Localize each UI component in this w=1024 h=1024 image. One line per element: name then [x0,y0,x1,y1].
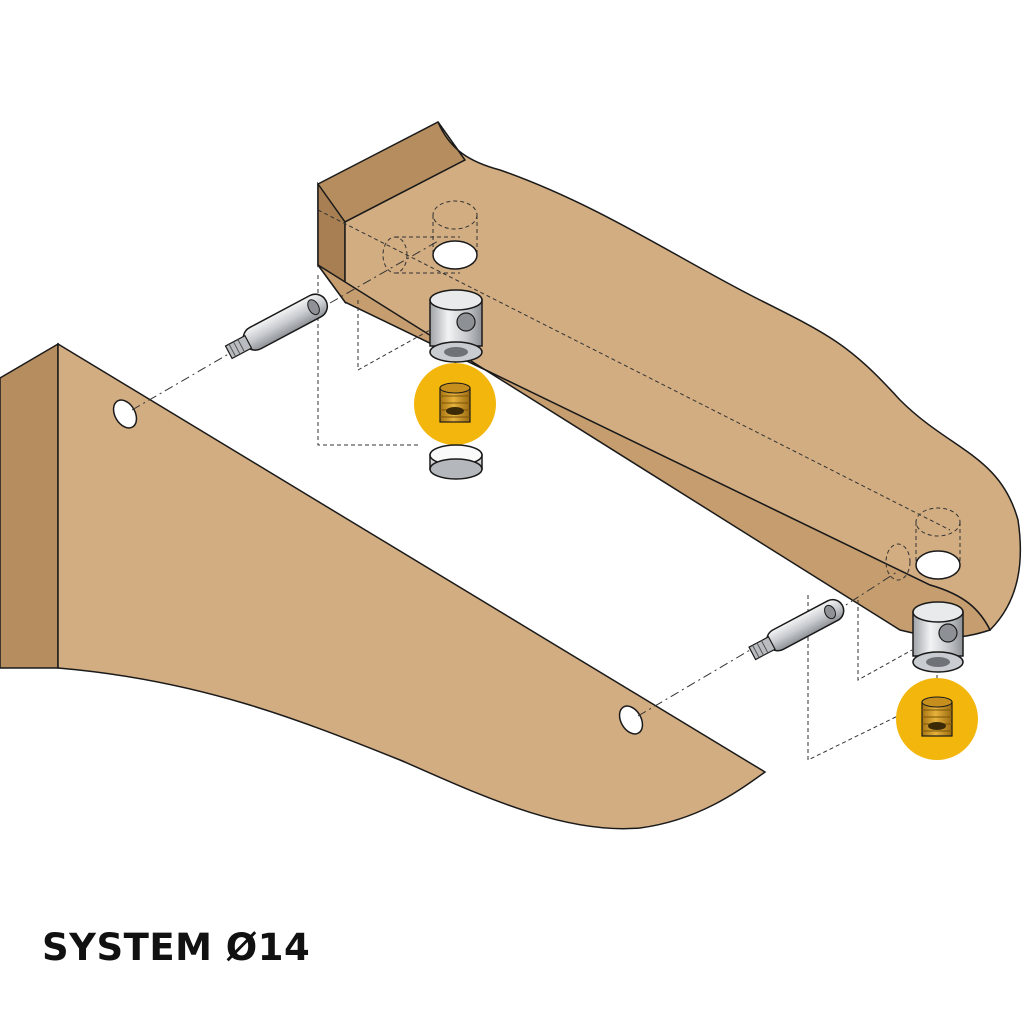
connecting-bolt-1 [224,293,329,360]
cam-lock-housing-1 [429,289,483,363]
shelf-hidden-bores [317,200,961,581]
projection-lines [317,275,913,761]
shelf-hole-2 [915,550,961,580]
bracket-main-face [57,342,767,830]
shelf-board [317,121,1022,639]
bracket-board [0,342,767,830]
cover-cap-1 [429,444,483,480]
threaded-insert-2 [896,678,978,760]
shelf-hole-1 [432,240,478,270]
system-caption: SYSTEM Ø14 [42,926,311,969]
bracket-end-face [0,342,59,669]
cam-lock-housing-2 [912,601,964,673]
threaded-insert-1 [414,363,496,445]
connecting-bolt-2 [748,598,845,661]
